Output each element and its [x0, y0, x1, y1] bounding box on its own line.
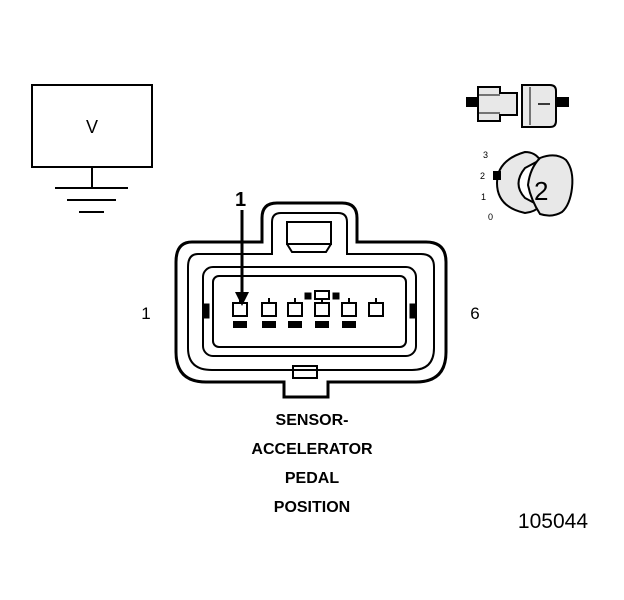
- probe-tick-3: 3: [483, 150, 488, 160]
- terminal-4: [314, 298, 330, 328]
- pointer-callout-number: 1: [235, 189, 246, 211]
- connector-name-line-2: ACCELERATOR: [251, 441, 373, 458]
- end-pin-left-label: 1: [141, 304, 150, 323]
- connector-name-line-4: POSITION: [274, 499, 350, 516]
- probe-tick-2: 2: [480, 171, 485, 181]
- probe-tip-number: 2: [534, 176, 548, 206]
- pin-pointer-arrow: [235, 210, 249, 306]
- terminal-5: [341, 298, 357, 328]
- figure-number: 105044: [518, 510, 588, 533]
- terminal-row: [232, 298, 384, 328]
- connector-name-line-1: SENSOR-: [276, 412, 349, 429]
- connector-face: [174, 201, 448, 399]
- ground-icon: [55, 167, 128, 213]
- end-pin-right-label: 6: [470, 304, 479, 323]
- connector-name-line-3: PEDAL: [285, 470, 339, 487]
- probe-tick-0: 0: [488, 212, 493, 222]
- probe-tick-1: 1: [481, 192, 486, 202]
- voltmeter-label: V: [86, 117, 98, 137]
- back-probe-icon: [466, 84, 569, 128]
- voltmeter: V: [31, 84, 153, 213]
- terminal-1: [232, 298, 248, 328]
- connector-name: SENSOR- ACCELERATOR PEDAL POSITION: [251, 412, 373, 516]
- terminal-6: [368, 298, 384, 317]
- terminal-3: [287, 298, 303, 328]
- probe-tip-icon: 3 2 1 0 2: [480, 150, 574, 222]
- terminal-2: [261, 298, 277, 328]
